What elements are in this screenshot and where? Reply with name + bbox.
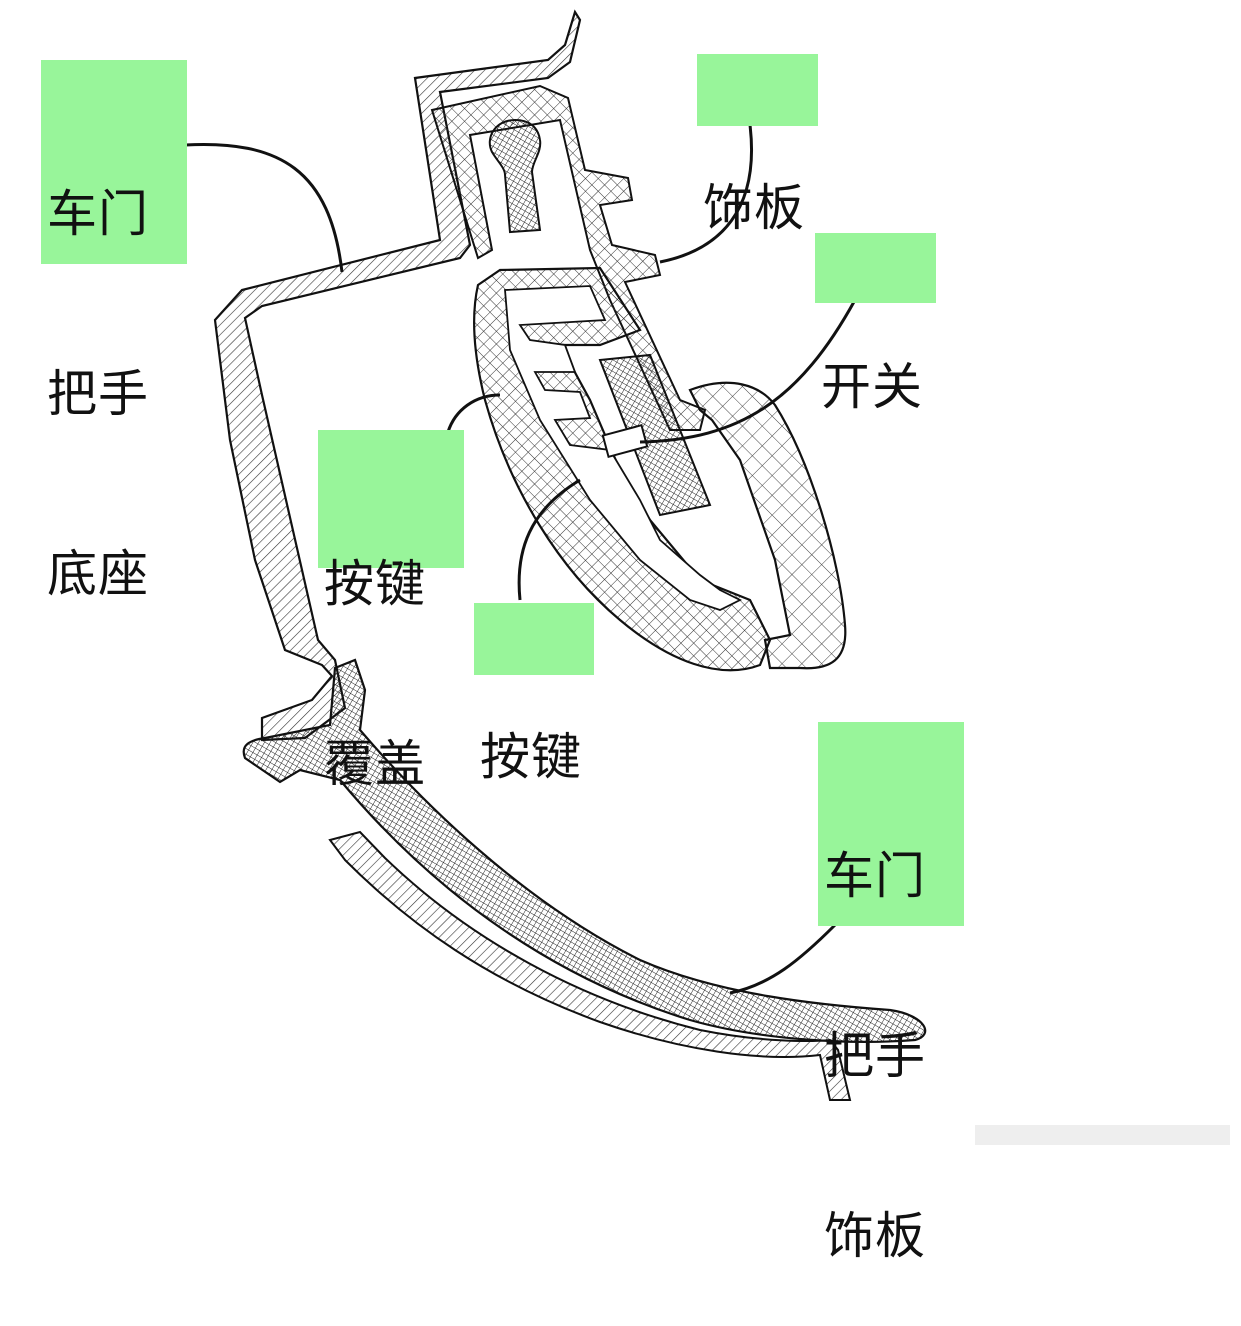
leader-switch: [639, 299, 857, 444]
handle-cross-section-diagram: [184, 9, 1230, 1145]
leader-button: [517, 478, 581, 601]
door-panel-edge: [328, 830, 852, 1101]
leader-handle-base: [184, 142, 344, 273]
handle-cap-shape: [688, 381, 847, 670]
label-trim-panel: 饰板: [697, 54, 818, 237]
label-handle-trim: 车门 把手 饰板: [818, 722, 964, 1265]
label-switch: 开关: [815, 233, 936, 416]
leader-button-cover: [446, 393, 501, 433]
keyhole-shape: [488, 118, 542, 234]
label-button-cover: 按键 覆盖: [318, 430, 464, 793]
leader-trim-panel: [659, 124, 753, 264]
leader-handle-trim: [729, 923, 837, 995]
watermark-strip: [975, 1125, 1230, 1145]
switch-block: [598, 353, 712, 517]
handle-trim-shape: [242, 658, 927, 1043]
label-button: 按键: [474, 603, 594, 786]
leader-lines: [184, 124, 857, 995]
button-shape: [504, 285, 743, 611]
label-handle-base: 车门 把手 底座: [41, 60, 187, 603]
